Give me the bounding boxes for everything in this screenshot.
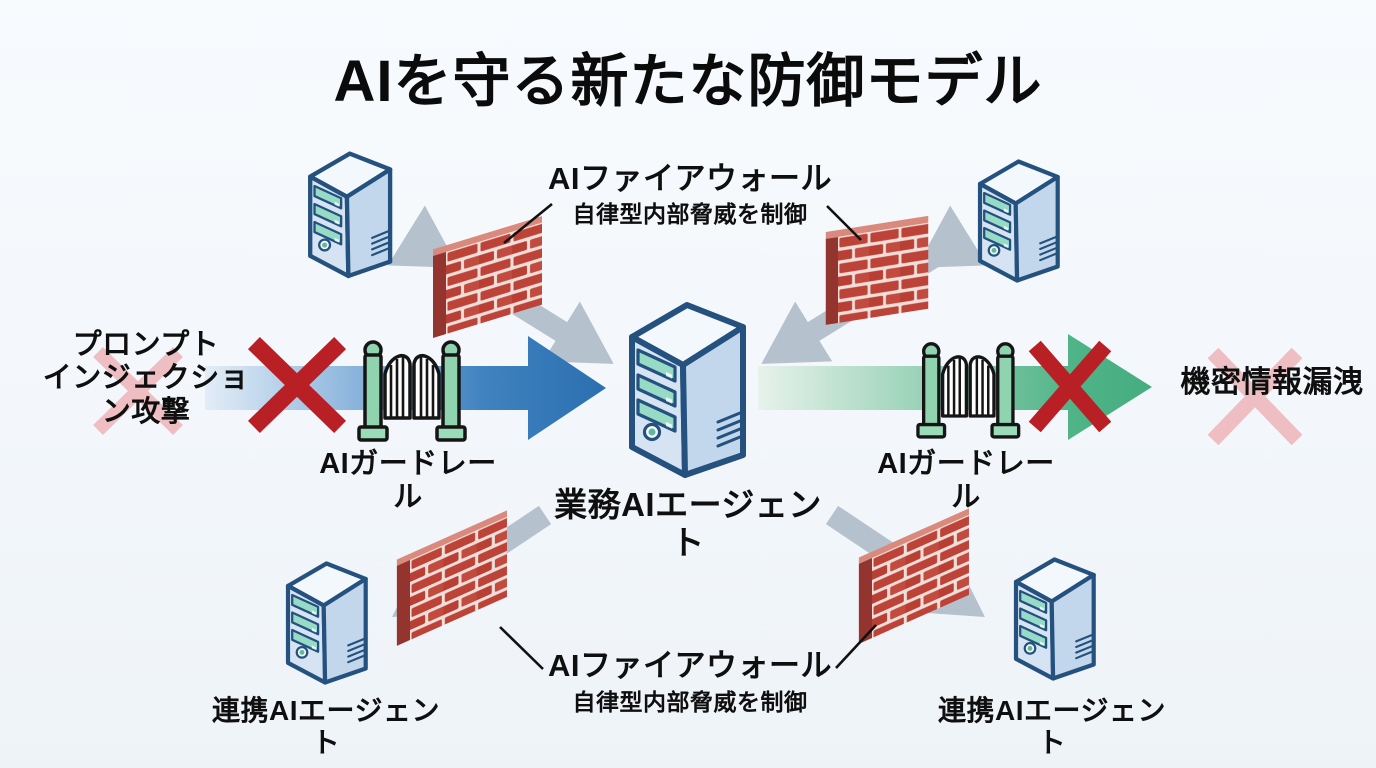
data-leak-label: 機密情報漏洩 [1180, 366, 1364, 399]
partner-ai-agent-left-label: 連携AIエージェント [212, 695, 440, 759]
server-tower-icon-top-left [310, 154, 390, 276]
x-mark-icon-left [247, 336, 347, 434]
server-tower-icon-center [632, 305, 743, 475]
page-title: AIを守る新たな防御モデル [333, 49, 1043, 114]
business-ai-agent-label: 業務AIエージェント [554, 486, 822, 561]
guardrail-left-label: AIガードレール [319, 448, 497, 514]
brick-wall-icon-bottom-right [858, 508, 969, 644]
server-tower-icon-bottom-right [1016, 560, 1094, 679]
brick-wall-icon-bottom-left [396, 510, 507, 646]
firewall-bottom-subtitle: 自律型内部脅威を制御 [572, 689, 808, 715]
firewall-bottom-title: AIファイアウォール [548, 648, 832, 683]
label-connector-lines [499, 202, 877, 670]
firewall-top-title: AIファイアウォール [548, 161, 832, 196]
faded-x-mark-attack [93, 346, 183, 436]
prompt-injection-attack-label: プロンプト インジェクショ ン攻撃 [42, 329, 250, 428]
brick-wall-icon-top-right [825, 215, 929, 325]
faded-x-mark-leak [1207, 347, 1303, 446]
server-tower-icon-top-right [980, 162, 1058, 281]
firewall-top-subtitle: 自律型内部脅威を制御 [572, 201, 808, 227]
partner-ai-agent-right-label: 連携AIエージェント [938, 695, 1166, 759]
x-mark-icon-right [1028, 340, 1112, 433]
guardrail-right-label: AIガードレール [877, 448, 1055, 514]
server-tower-icon-bottom-left [288, 564, 366, 683]
